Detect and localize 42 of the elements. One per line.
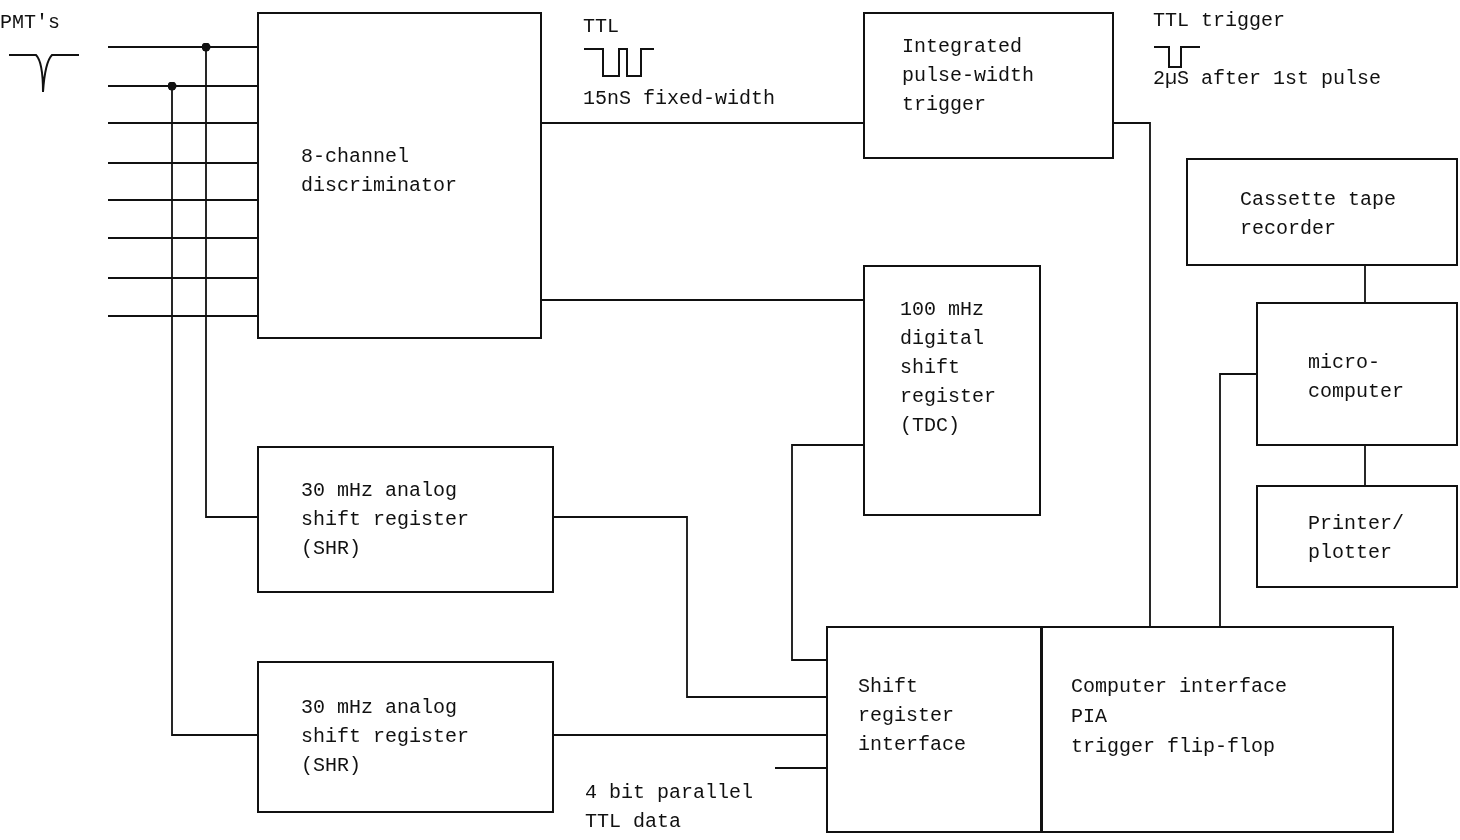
block-label: micro- computer <box>1308 350 1405 405</box>
block-box <box>826 626 1042 833</box>
connector-line <box>107 199 258 201</box>
block-label: 30 mHz analog shift register (SHR) <box>301 478 471 562</box>
block-label: trigger flip-flop <box>1071 734 1277 760</box>
block-box <box>1041 626 1394 833</box>
connector-line <box>553 516 827 698</box>
connector-line <box>1364 445 1366 486</box>
connector-line <box>107 46 258 48</box>
block-box <box>257 661 554 813</box>
connector-line <box>541 122 864 124</box>
connector-line <box>107 237 258 239</box>
block-label: 8-channel discriminator <box>301 144 459 199</box>
connector-line <box>1113 122 1151 627</box>
block-box <box>257 446 554 593</box>
connector-line <box>107 162 258 164</box>
block-label: 100 mHz digital shift register (TDC) <box>900 297 997 439</box>
connector-line <box>553 734 827 736</box>
block-box <box>1186 158 1458 266</box>
block-box <box>257 12 542 339</box>
connector-line <box>107 122 258 124</box>
block-box <box>1256 302 1458 446</box>
block-label: Shift register interface <box>858 674 968 758</box>
connector-line <box>107 315 258 317</box>
connector-line <box>774 767 827 769</box>
connector-line <box>791 444 864 661</box>
connector-line <box>1364 265 1366 303</box>
block-label: 30 mHz analog shift register (SHR) <box>301 695 471 779</box>
block-box <box>1256 485 1458 588</box>
connector-line <box>167 81 258 736</box>
block-label: PIA <box>1071 704 1108 730</box>
connector-line <box>1219 373 1257 627</box>
block-box <box>863 12 1114 159</box>
block-box <box>863 265 1041 516</box>
connector-line <box>201 42 258 518</box>
connector-line <box>107 85 258 87</box>
connector-line <box>541 299 864 301</box>
block-label: Computer interface <box>1071 674 1289 700</box>
block-label: Printer/ plotter <box>1308 511 1405 566</box>
block-label: Cassette tape recorder <box>1240 187 1398 242</box>
connector-line <box>107 277 258 279</box>
block-label: Integrated pulse-width trigger <box>902 34 1036 118</box>
